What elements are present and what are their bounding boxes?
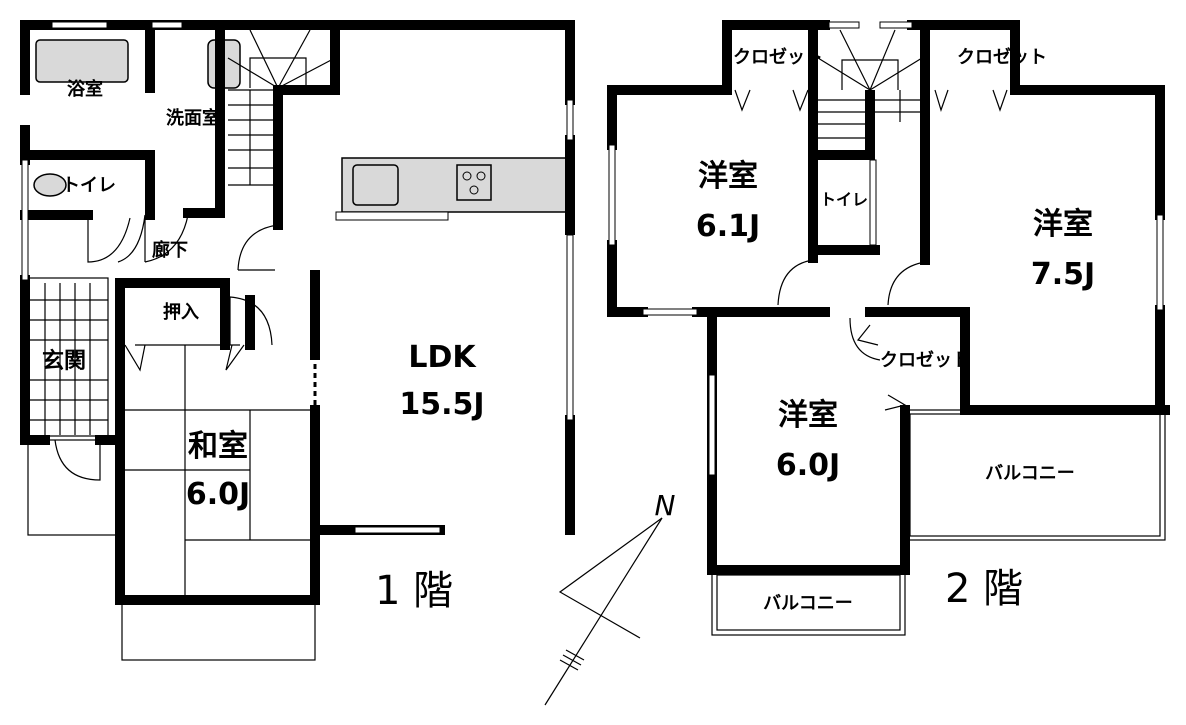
stairs-icon: [817, 29, 923, 150]
room-label-room-c: 洋室: [778, 398, 838, 433]
room-label-balcony-small: バルコニー: [763, 593, 853, 614]
room-label-toilet: トイレ: [62, 175, 116, 196]
window: [51, 21, 108, 29]
window: [708, 374, 716, 476]
room-size-washitsu: 6.0J: [186, 477, 250, 512]
floor1-walls: [20, 20, 575, 605]
north-label: N: [655, 489, 676, 522]
floor2-plan: クロゼット クロゼット クロゼット トイレ 洋室 6.1J 洋室 7.5J 洋室…: [607, 20, 1170, 636]
floor1-label: 1 階: [375, 568, 453, 614]
room-label-washitsu: 和室: [188, 429, 248, 464]
room-label-closet-right: クロゼット: [957, 46, 1047, 68]
room-label-room-a: 洋室: [698, 159, 758, 194]
room-size-room-a: 6.1J: [696, 209, 760, 244]
room-size-ldk: 15.5J: [399, 387, 484, 422]
terrace: [121, 599, 316, 661]
room-label-hallway: 廊下: [152, 239, 188, 261]
room-label-bath: 浴室: [67, 78, 103, 100]
room-label-toilet: トイレ: [820, 190, 868, 209]
window: [869, 159, 877, 246]
room-label-closet-left: クロゼット: [733, 46, 823, 68]
window: [828, 21, 860, 29]
window: [566, 99, 574, 141]
room-label-ldk: LDK: [408, 340, 477, 375]
room-label-washroom: 洗面室: [166, 107, 220, 129]
window: [642, 308, 698, 316]
entrance-porch: [27, 439, 121, 536]
stairs-icon: [227, 29, 336, 186]
tatami-lines: [125, 345, 310, 600]
floor1-doors: [54, 214, 317, 481]
window: [21, 159, 29, 281]
floor2-label: 2 階: [945, 566, 1023, 612]
window: [566, 234, 574, 421]
bathtub-icon: [35, 39, 129, 83]
window: [1156, 214, 1164, 311]
toilet-icon: [33, 173, 67, 197]
kitchen-counter-icon: [335, 157, 568, 221]
room-size-room-c: 6.0J: [776, 448, 840, 483]
window: [151, 21, 183, 29]
compass-icon: N: [544, 489, 676, 706]
room-label-balcony-large: バルコニー: [985, 463, 1075, 484]
window: [879, 21, 913, 29]
room-label-room-b: 洋室: [1033, 207, 1093, 242]
room-label-closet-center: クロゼット: [880, 349, 970, 371]
window: [608, 144, 616, 246]
window: [354, 526, 441, 534]
room-size-room-b: 7.5J: [1031, 257, 1095, 292]
floor1-plan: 浴室 洗面室 トイレ 廊下 押入 玄関 LDK 15.5J 和室 6.0J 1 …: [20, 20, 575, 661]
room-label-closet: 押入: [163, 301, 199, 323]
floor2-doors: [734, 89, 1008, 411]
floor2-walls: [607, 20, 1170, 575]
room-label-entrance: 玄関: [42, 348, 86, 374]
